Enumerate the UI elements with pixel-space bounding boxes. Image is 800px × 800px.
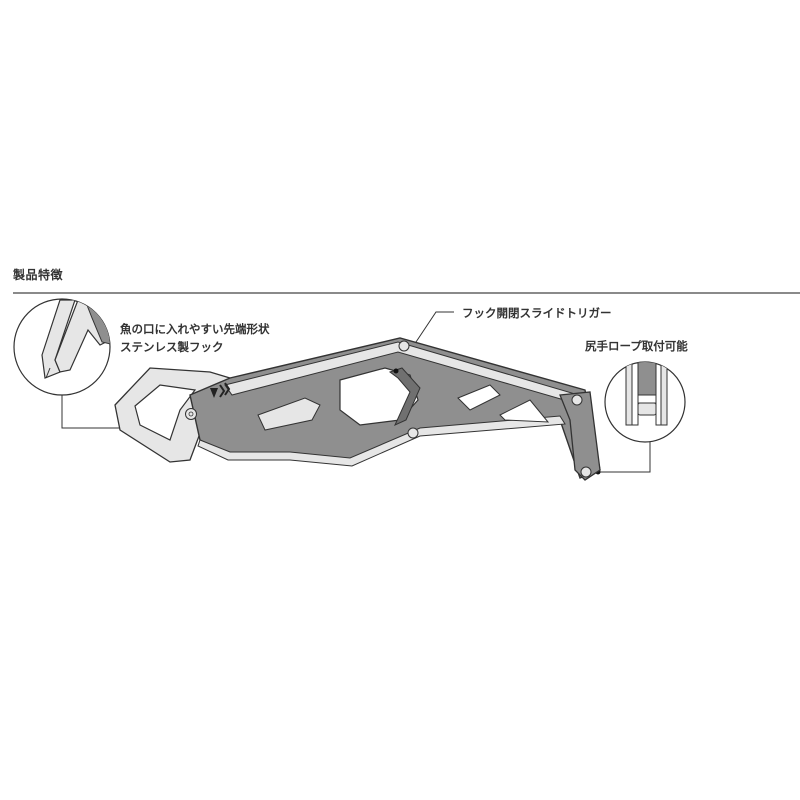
section-title: 製品特徴 (13, 268, 64, 282)
section-divider (13, 292, 800, 294)
feature-label-trigger: フック開閉スライドトリガー (462, 306, 612, 320)
daiwa-logo-icon (210, 382, 231, 398)
feature-label-rope: 尻手ロープ取付可能 (585, 339, 688, 353)
fish-grip-body (114, 337, 601, 481)
feature-label-hook: 魚の口に入れやすい先端形状 ステンレス製フック (120, 322, 270, 354)
hook-detail-circle (13, 298, 125, 430)
rope-detail-circle (595, 361, 686, 475)
